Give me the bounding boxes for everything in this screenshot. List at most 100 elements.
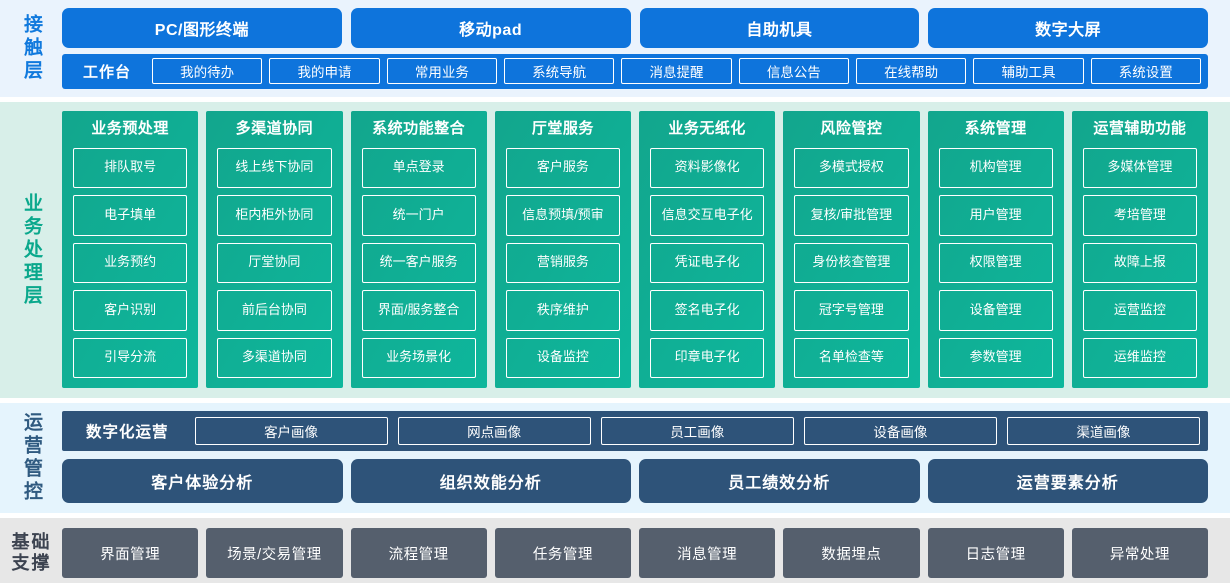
business-item-watchlist-check[interactable]: 名单检查等 [794, 337, 909, 378]
foundation-layer-label-text: 基 础 支 撑 [12, 532, 51, 573]
foundation-item-log-management[interactable]: 日志管理 [927, 528, 1064, 578]
business-item-prefill-prereview[interactable]: 信息预填/预审 [505, 195, 620, 236]
workbench-item-online-help[interactable]: 在线帮助 [855, 58, 967, 85]
business-item-queue-ticket[interactable]: 排队取号 [73, 147, 188, 188]
contact-layer-label-text: 接触层 [20, 14, 42, 83]
business-column-title: 风险管控 [820, 120, 883, 137]
business-column-title: 业务无纸化 [668, 120, 746, 137]
foundation-layer-body: 界面管理 场景/交易管理 流程管理 任务管理 消息管理 数据埋点 日志管理 异常… [62, 518, 1230, 583]
business-layer-body: 业务预处理 排队取号 电子填单 业务预约 客户识别 引导分流 多渠道协同 线上线… [62, 102, 1230, 398]
business-item-user-management[interactable]: 用户管理 [938, 195, 1053, 236]
operations-layer-label-text: 运营管控 [20, 412, 42, 504]
workbench-item-system-navigation[interactable]: 系统导航 [504, 58, 615, 85]
business-item-lobby-sync[interactable]: 厅堂协同 [217, 242, 332, 283]
band-divider-2 [0, 398, 1230, 403]
business-column-lobby-service: 厅堂服务 客户服务 信息预填/预审 营销服务 秩序维护 设备监控 [494, 111, 631, 388]
workbench-item-system-settings[interactable]: 系统设置 [1090, 58, 1201, 85]
terminal-chip-mobile-pad[interactable]: 移动pad [350, 8, 631, 48]
terminal-chip-self-service[interactable]: 自助机具 [639, 8, 920, 48]
business-item-voucher-digital[interactable]: 凭证电子化 [650, 242, 765, 283]
foundation-item-process-management[interactable]: 流程管理 [350, 528, 487, 578]
business-item-parameter-management[interactable]: 参数管理 [938, 337, 1053, 378]
portrait-item-device[interactable]: 设备画像 [803, 417, 997, 445]
workbench-item-message-alert[interactable]: 消息提醒 [621, 58, 732, 85]
business-item-document-imaging[interactable]: 资料影像化 [650, 147, 765, 188]
foundation-item-ui-management[interactable]: 界面管理 [62, 528, 199, 578]
analysis-chip-customer-experience[interactable]: 客户体验分析 [62, 459, 343, 503]
analysis-chip-org-efficiency[interactable]: 组织效能分析 [350, 459, 631, 503]
business-column-title: 多渠道协同 [235, 120, 314, 137]
business-item-order-maintenance[interactable]: 秩序维护 [505, 290, 620, 331]
analysis-chip-employee-performance[interactable]: 员工绩效分析 [639, 459, 920, 503]
portrait-item-channel[interactable]: 渠道画像 [1006, 417, 1200, 445]
workbench-row: 工作台 我的待办 我的申请 常用业务 系统导航 消息提醒 信息公告 在线帮助 辅… [62, 53, 1208, 89]
business-column-title: 系统功能整合 [372, 120, 466, 137]
business-item-maintenance-monitoring[interactable]: 运维监控 [1082, 337, 1197, 378]
foundation-layer: 基 础 支 撑 界面管理 场景/交易管理 流程管理 任务管理 消息管理 数据埋点… [0, 518, 1230, 583]
portrait-item-branch[interactable]: 网点画像 [397, 417, 591, 445]
portrait-item-employee[interactable]: 员工画像 [600, 417, 794, 445]
band-divider-1 [0, 97, 1230, 102]
foundation-item-exception-handling[interactable]: 异常处理 [1071, 528, 1208, 578]
business-item-front-back-sync[interactable]: 前后台协同 [217, 290, 332, 331]
business-column-system-integration: 系统功能整合 单点登录 统一门户 统一客户服务 界面/服务整合 业务场景化 [350, 111, 487, 388]
business-item-device-management[interactable]: 设备管理 [938, 290, 1053, 331]
business-item-appointment[interactable]: 业务预约 [73, 242, 188, 283]
business-item-guide-diversion[interactable]: 引导分流 [73, 337, 188, 378]
business-item-review-approval[interactable]: 复核/审批管理 [794, 195, 909, 236]
business-item-customer-identify[interactable]: 客户识别 [73, 290, 188, 331]
business-item-org-management[interactable]: 机构管理 [938, 147, 1053, 188]
business-item-multimedia-management[interactable]: 多媒体管理 [1082, 147, 1197, 188]
contact-layer-body: PC/图形终端 移动pad 自助机具 数字大屏 工作台 我的待办 我的申请 常用… [62, 0, 1230, 97]
workbench-item-announcement[interactable]: 信息公告 [738, 58, 849, 85]
business-column-risk-control: 风险管控 多模式授权 复核/审批管理 身份核查管理 冠字号管理 名单检查等 [783, 111, 920, 388]
business-item-serial-number-mgmt[interactable]: 冠字号管理 [794, 290, 909, 331]
business-column-preprocessing: 业务预处理 排队取号 电子填单 业务预约 客户识别 引导分流 [62, 111, 199, 388]
business-item-fault-reporting[interactable]: 故障上报 [1082, 242, 1197, 283]
business-item-marketing-service[interactable]: 营销服务 [505, 242, 620, 283]
foundation-item-data-tracking[interactable]: 数据埋点 [783, 528, 920, 578]
workbench-item-my-todo[interactable]: 我的待办 [152, 58, 263, 85]
business-item-device-monitoring[interactable]: 设备监控 [505, 337, 620, 378]
business-item-permission-management[interactable]: 权限管理 [938, 242, 1053, 283]
business-item-e-form[interactable]: 电子填单 [73, 195, 188, 236]
foundation-layer-label: 基 础 支 撑 [0, 518, 62, 583]
business-item-online-offline-sync[interactable]: 线上线下协同 [217, 147, 332, 188]
business-item-ui-service-integration[interactable]: 界面/服务整合 [361, 290, 476, 331]
foundation-item-message-management[interactable]: 消息管理 [639, 528, 776, 578]
business-column-multichannel: 多渠道协同 线上线下协同 柜内柜外协同 厅堂协同 前后台协同 多渠道协同 [206, 111, 343, 388]
business-column-title: 业务预处理 [91, 120, 169, 137]
business-item-signature-digital[interactable]: 签名电子化 [650, 290, 765, 331]
portrait-item-customer[interactable]: 客户画像 [194, 417, 388, 445]
workbench-item-aux-tools[interactable]: 辅助工具 [973, 58, 1084, 85]
terminal-chip-pc[interactable]: PC/图形终端 [62, 8, 342, 48]
business-item-business-scenario[interactable]: 业务场景化 [361, 337, 476, 378]
foundation-label-char-2: 础 [31, 532, 51, 553]
business-item-info-exchange-digital[interactable]: 信息交互电子化 [650, 195, 765, 236]
business-layer: 业务处理层 业务预处理 排队取号 电子填单 业务预约 客户识别 引导分流 多渠道… [0, 102, 1230, 398]
operations-layer: 运营管控 数字化运营 客户画像 网点画像 员工画像 设备画像 渠道画像 客户体验… [0, 403, 1230, 513]
business-item-unified-customer-service[interactable]: 统一客户服务 [361, 242, 476, 283]
business-item-sso[interactable]: 单点登录 [361, 147, 476, 188]
business-item-multichannel-sync[interactable]: 多渠道协同 [217, 337, 332, 378]
terminal-chip-digital-screen[interactable]: 数字大屏 [928, 8, 1208, 48]
business-item-operation-monitoring[interactable]: 运营监控 [1082, 290, 1197, 331]
business-column-operation-aux: 运营辅助功能 多媒体管理 考培管理 故障上报 运营监控 运维监控 [1071, 111, 1208, 388]
analysis-chip-operation-factors[interactable]: 运营要素分析 [927, 459, 1208, 503]
workbench-item-common-business[interactable]: 常用业务 [386, 58, 497, 85]
business-layer-label: 业务处理层 [0, 102, 62, 398]
business-item-unified-portal[interactable]: 统一门户 [361, 195, 476, 236]
business-item-identity-verification[interactable]: 身份核查管理 [794, 242, 909, 283]
business-column-title: 厅堂服务 [531, 120, 594, 137]
business-item-multimode-authorization[interactable]: 多模式授权 [794, 147, 909, 188]
foundation-item-task-management[interactable]: 任务管理 [494, 528, 631, 578]
workbench-item-my-application[interactable]: 我的申请 [269, 58, 380, 85]
business-item-seal-digital[interactable]: 印章电子化 [650, 337, 765, 378]
foundation-item-scenario-transaction[interactable]: 场景/交易管理 [206, 528, 343, 578]
business-item-counter-sync[interactable]: 柜内柜外协同 [217, 195, 332, 236]
contact-layer-label: 接触层 [0, 0, 62, 97]
analysis-row: 客户体验分析 组织效能分析 员工绩效分析 运营要素分析 [62, 459, 1208, 503]
business-item-training-management[interactable]: 考培管理 [1082, 195, 1197, 236]
business-item-customer-service[interactable]: 客户服务 [505, 147, 620, 188]
